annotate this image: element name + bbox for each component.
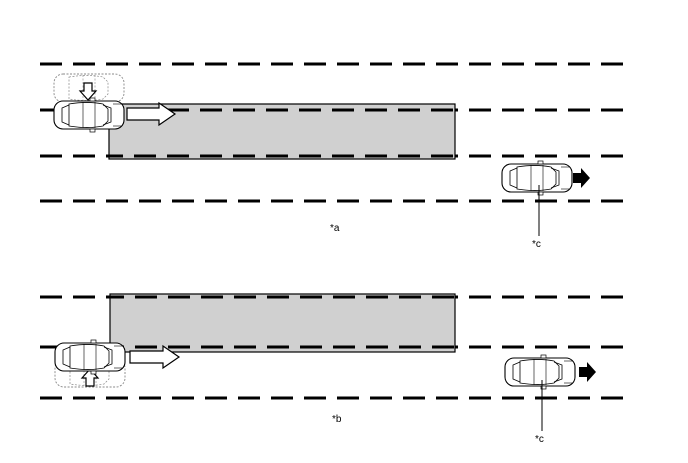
travel-arrow-icon-b (129, 344, 181, 370)
other-vehicle-icon-a (501, 160, 573, 196)
other-vehicle-icon-b (504, 354, 576, 390)
vehicle-icon-b (54, 339, 126, 375)
label-b: *b (332, 414, 342, 425)
vehicle-icon-a (53, 97, 125, 133)
callout-c-a: *c (532, 239, 541, 250)
forward-arrow-icon-b (579, 362, 596, 382)
travel-arrow-icon-a (126, 101, 177, 127)
label-a: *a (330, 223, 340, 234)
callout-c-b: *c (535, 434, 544, 445)
forward-arrow-icon-a (573, 168, 590, 188)
lane-change-down-arrow-icon (78, 82, 98, 101)
detection-zone-b (109, 293, 456, 353)
